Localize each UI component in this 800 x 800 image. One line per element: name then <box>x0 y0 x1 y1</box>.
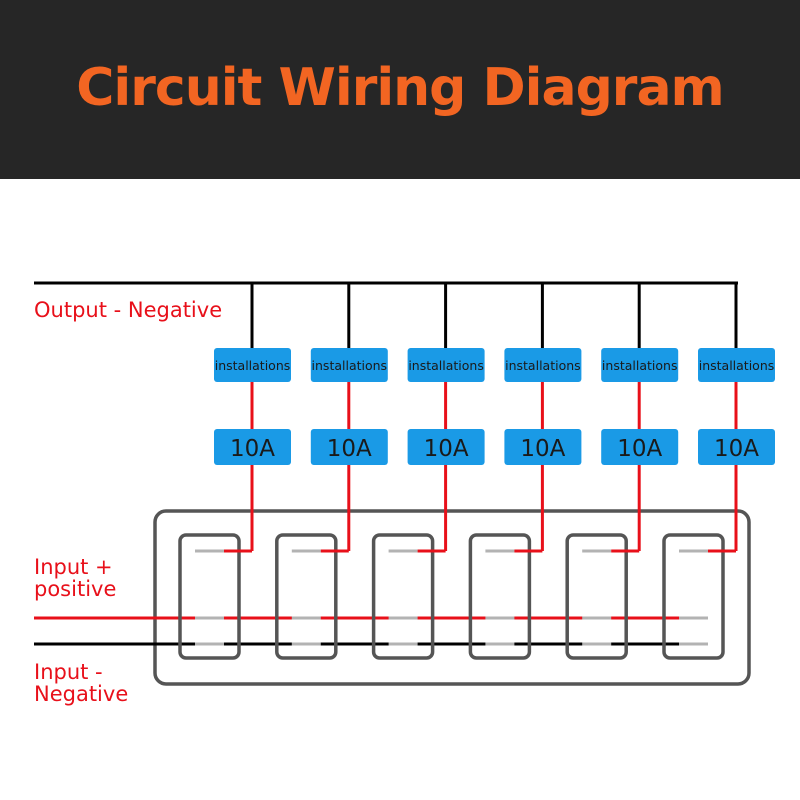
load-label-2: installations <box>312 358 388 373</box>
fuse-box-1 <box>214 429 291 465</box>
load-box-3 <box>407 348 485 382</box>
input-positive-label: Input + <box>34 555 113 579</box>
page-title: Circuit Wiring Diagram <box>76 57 724 118</box>
load-label-5: installations <box>602 358 678 373</box>
header-banner: Circuit Wiring Diagram <box>0 0 800 179</box>
load-box-2 <box>310 348 388 382</box>
input-positive-label-line2: positive <box>34 577 116 601</box>
fuse-label-4: 10A <box>520 436 565 462</box>
fuse-box-6 <box>698 429 775 465</box>
rocker-switch-6 <box>662 533 725 660</box>
switch-panel-frame <box>153 509 751 686</box>
rocker-switch-3 <box>371 533 435 660</box>
input-negative-label-line2: Negative <box>34 682 128 706</box>
load-label-6: installations <box>699 358 775 373</box>
input-negative-label: Input - <box>34 660 103 684</box>
load-box-5 <box>601 348 679 382</box>
fuse-label-3: 10A <box>424 436 469 462</box>
load-label-3: installations <box>408 358 484 373</box>
fuse-label-6: 10A <box>714 436 759 462</box>
rocker-switch-4 <box>468 533 532 660</box>
rocker-switch-1 <box>178 533 241 660</box>
fuse-box-2 <box>310 429 388 465</box>
load-box-6 <box>698 348 775 382</box>
fuse-box-5 <box>601 429 679 465</box>
fuse-label-2: 10A <box>327 436 372 462</box>
fuse-label-1: 10A <box>230 436 275 462</box>
load-box-4 <box>504 348 582 382</box>
load-label-4: installations <box>505 358 581 373</box>
rocker-switch-2 <box>275 533 338 660</box>
fuse-label-5: 10A <box>617 436 662 462</box>
output-negative-label: Output - Negative <box>34 298 222 322</box>
fuse-box-4 <box>504 429 582 465</box>
fuse-box-3 <box>407 429 485 465</box>
load-box-1 <box>214 348 291 382</box>
rocker-switch-5 <box>565 533 628 660</box>
load-label-1: installations <box>215 358 291 373</box>
